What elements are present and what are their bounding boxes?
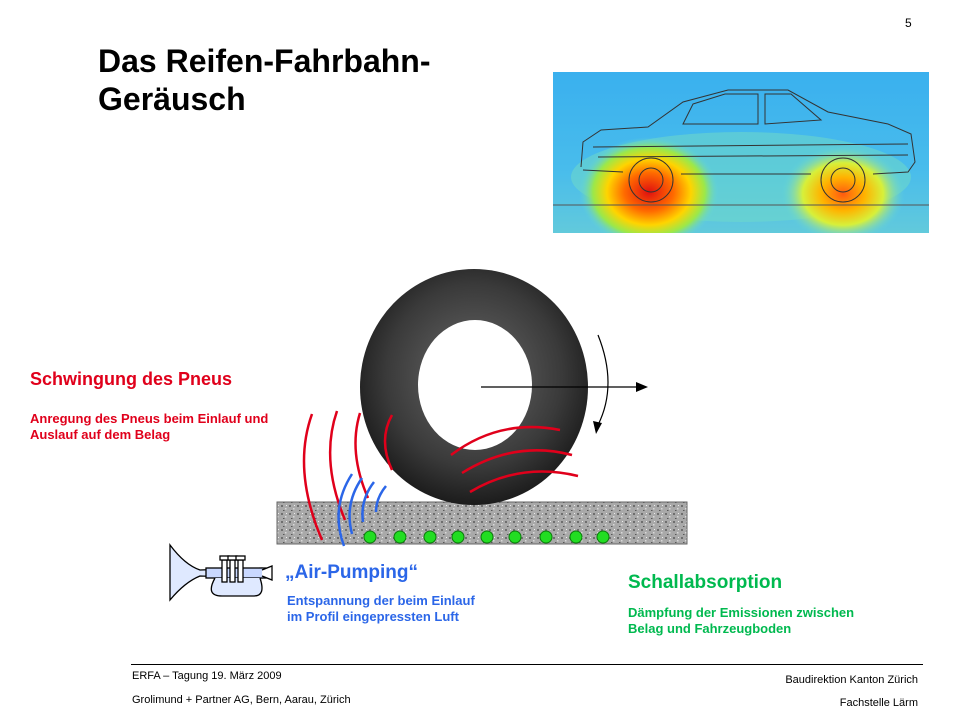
air-pumping-waves [337,473,387,547]
footer-department: Baudirektion Kanton Zürich [785,674,918,686]
footer-unit: Fachstelle Lärm [839,697,918,709]
tire-vibration-heading: Schwingung des Pneus [30,369,233,389]
sound-absorption-heading: Schallabsorption [628,572,783,593]
footer-divider [131,664,923,665]
page-number: 5 [905,16,912,30]
rotation-arrow-icon [597,334,609,426]
trumpet-icon [169,543,273,602]
footer-event: ERFA – Tagung 19. März 2009 [132,670,282,682]
footer-company: Grolimund + Partner AG, Bern, Aarau, Zür… [132,694,351,706]
absorption-dots [363,530,610,544]
vibration-waves-right [450,425,579,494]
slide-title: Das Reifen-Fahrbahn-Geräusch [98,43,431,117]
sound-absorption-description: Dämpfung der Emissionen zwischen Belag u… [628,605,855,636]
air-pumping-description: Entspannung der beim Einlauf im Profil e… [287,593,475,624]
tire-vibration-description: Anregung des Pneus beim Einlauf und Ausl… [30,411,269,442]
tire-hub [418,320,532,450]
car-noise-map-icon [553,72,929,233]
air-pumping-heading: „Air-Pumping“ [285,562,418,583]
